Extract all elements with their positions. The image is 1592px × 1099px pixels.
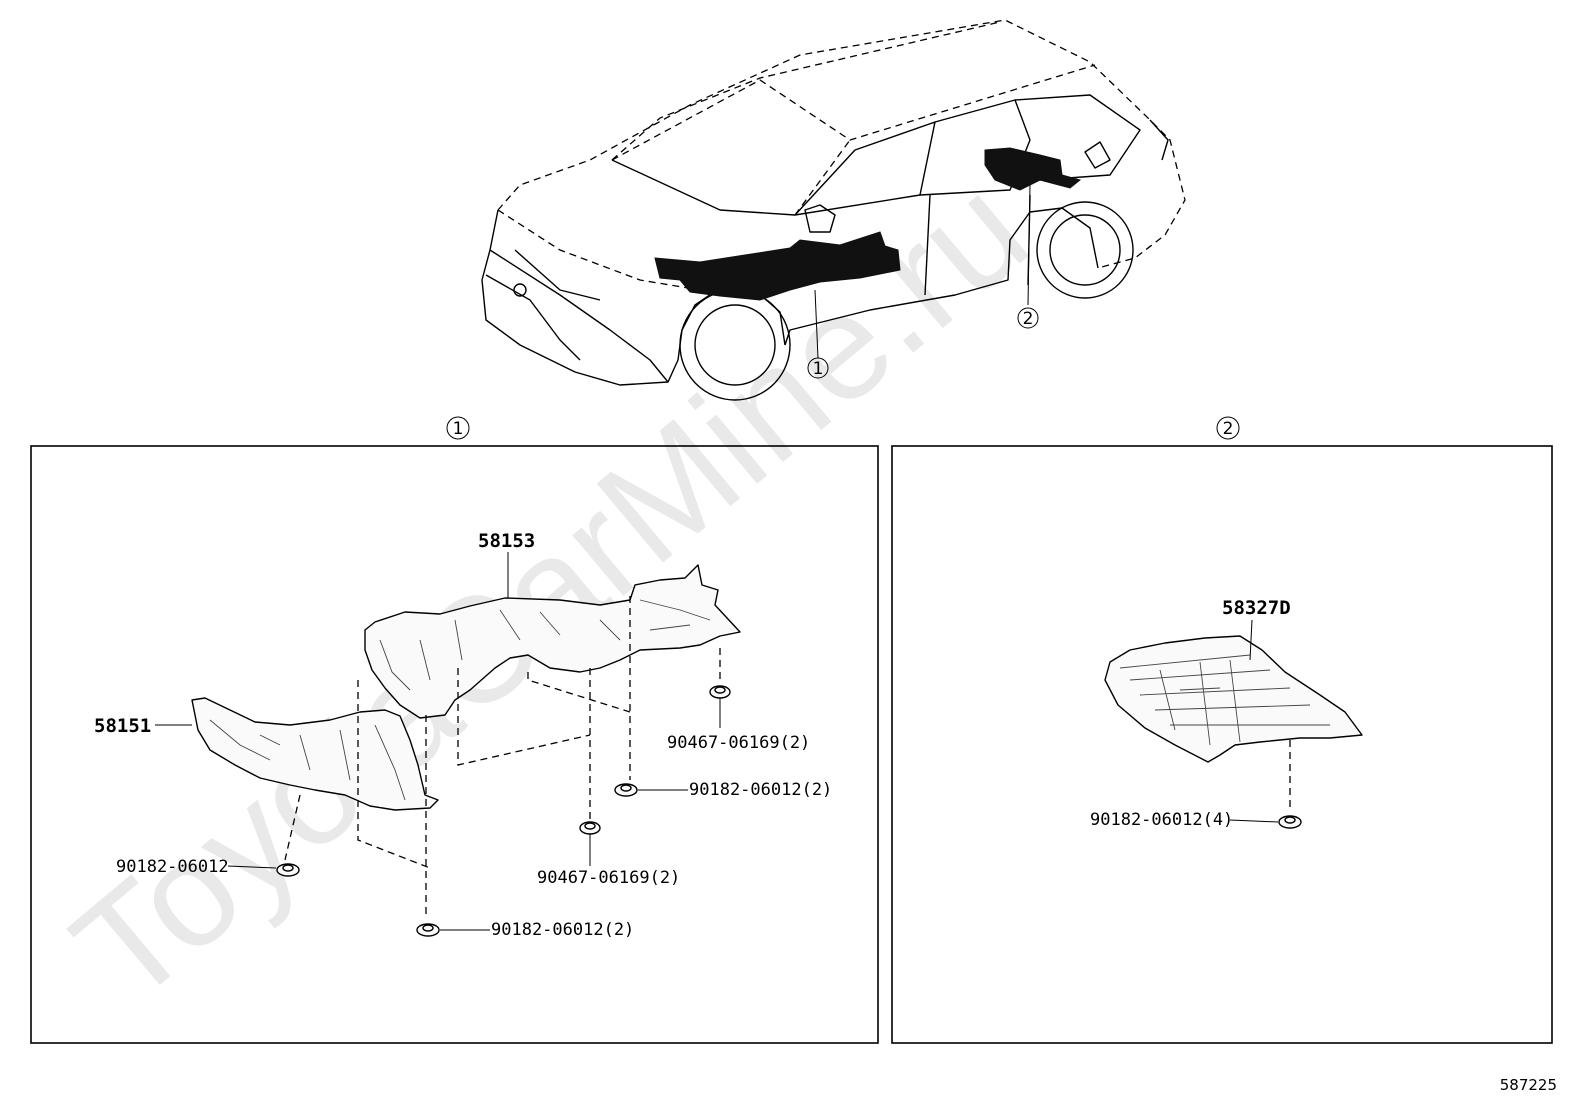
insulator-58153: [364, 564, 741, 719]
panel-left-frame: [30, 445, 879, 1044]
insulator-58151: [191, 697, 439, 811]
highlight-region-2: [984, 147, 1082, 191]
part-number-fastener-right: 90182-06012(4): [1090, 810, 1233, 830]
part-number-58153: 58153: [478, 530, 535, 552]
part-number-fastener-b: 90182-06012(2): [689, 780, 832, 800]
car-illustration: 1 2: [481, 19, 1186, 401]
nut-fastener: [416, 923, 440, 937]
part-number-58327d: 58327D: [1222, 597, 1291, 619]
nut-fastener: [276, 863, 300, 877]
clip-fastener: [579, 821, 601, 835]
part-number-fastener-c: 90467-06169(2): [537, 868, 680, 888]
part-number-fastener-d: 90182-06012: [116, 857, 229, 877]
panel-right-frame: [891, 445, 1553, 1044]
nut-fastener: [1278, 815, 1302, 829]
part-number-fastener-e: 90182-06012(2): [491, 920, 634, 940]
highlight-region-1: [654, 231, 901, 301]
part-number-fastener-a: 90467-06169(2): [667, 733, 810, 753]
insulator-58327d: [1104, 635, 1363, 763]
nut-fastener: [614, 783, 638, 797]
clip-fastener: [709, 685, 731, 699]
callout-panel-1: 1: [453, 419, 464, 439]
callout-car-1: 1: [813, 359, 824, 379]
part-number-58151: 58151: [94, 715, 151, 737]
watermark: ToyotaCarMine.ru: [43, 145, 1058, 1035]
callout-car-2: 2: [1023, 309, 1034, 329]
callout-panel-2: 2: [1223, 419, 1234, 439]
diagram-id: 587225: [1500, 1076, 1557, 1094]
